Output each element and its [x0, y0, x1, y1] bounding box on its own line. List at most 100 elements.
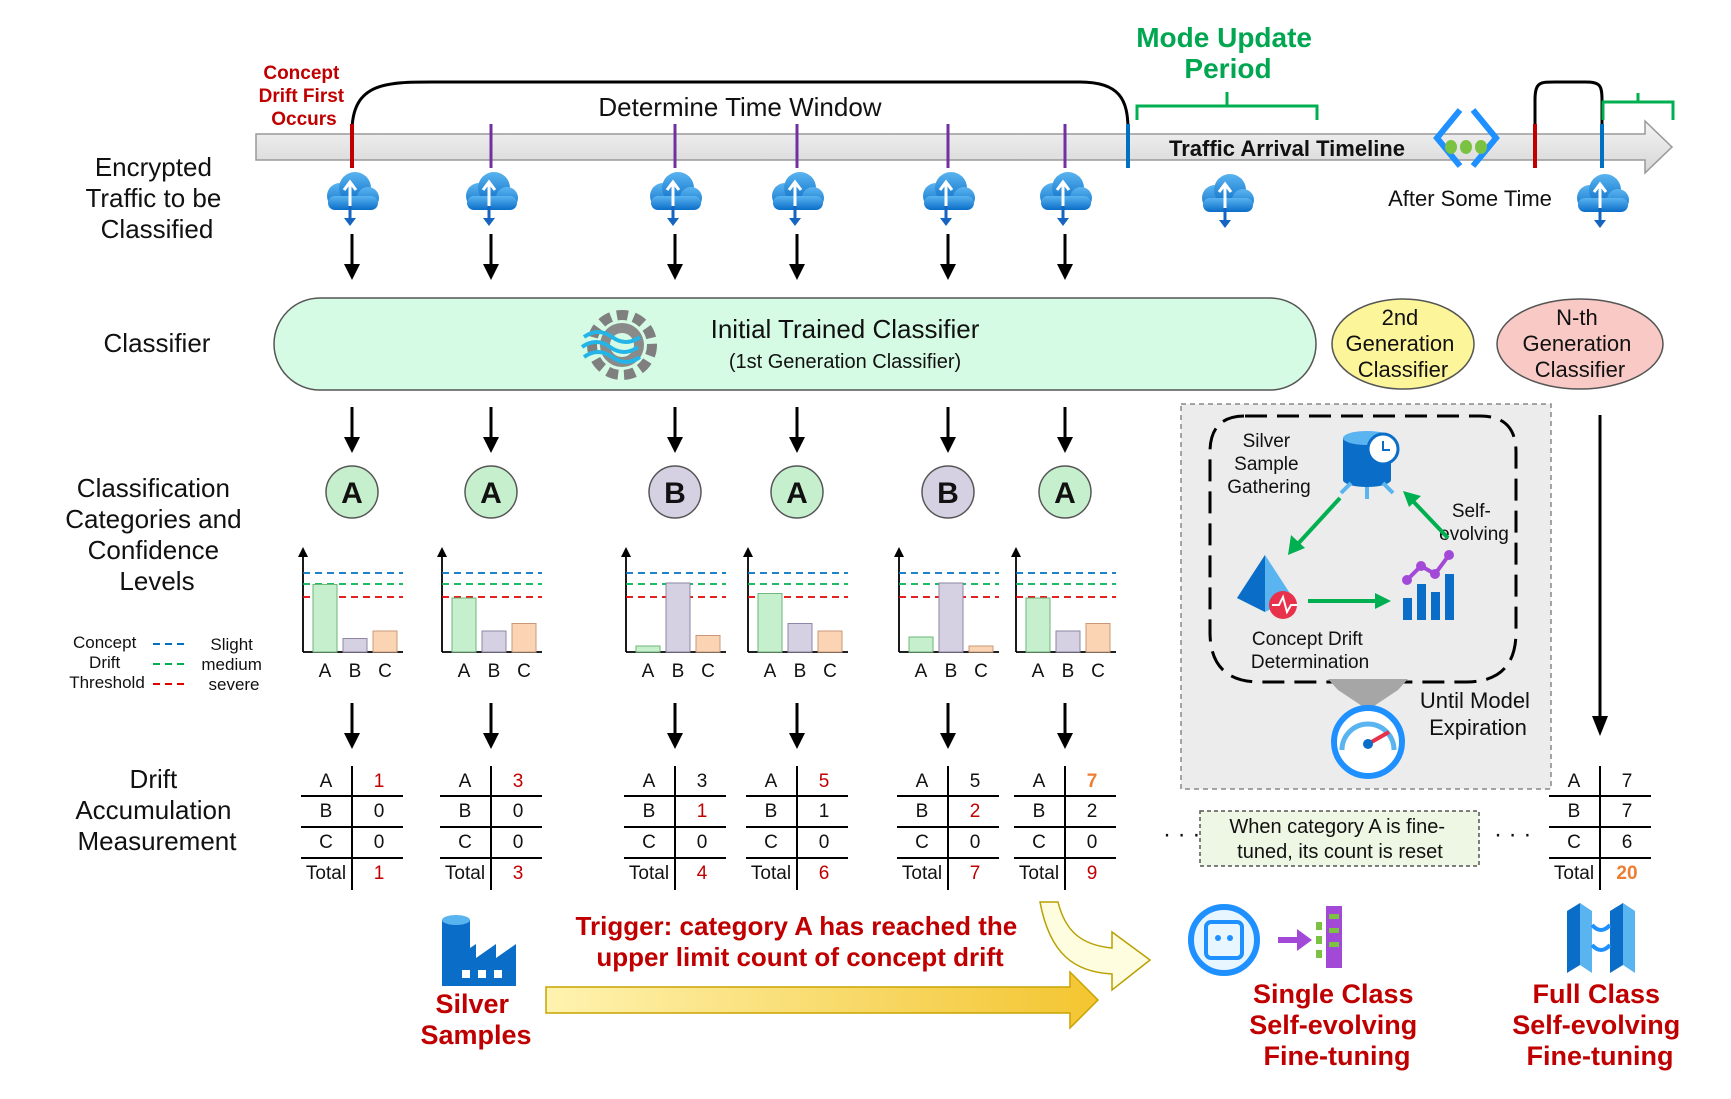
second-gen-label: 2nd Generation Classifier	[1346, 305, 1461, 382]
category-letter: B	[664, 477, 686, 510]
category-letter: B	[937, 477, 959, 510]
row-label: A	[459, 771, 472, 792]
chart-bar	[817, 630, 843, 653]
database-clock-icon	[1339, 431, 1400, 499]
row-label: B	[1033, 801, 1046, 822]
row-label: C	[642, 832, 656, 853]
count-value: 1	[697, 801, 708, 822]
down-arrow-head	[483, 437, 499, 453]
svg-text:When category A is fine-: When category A is fine- tuned, its coun…	[1229, 816, 1450, 863]
late-update-bracket	[1601, 93, 1675, 120]
count-value: 0	[374, 832, 385, 853]
count-value: 0	[374, 801, 385, 822]
chart-bar	[1055, 630, 1081, 653]
down-arrow-head	[667, 437, 683, 453]
gear-icon	[580, 310, 657, 380]
chart-bar	[968, 645, 994, 653]
chart-tick-label: B	[945, 661, 958, 682]
category-letter: A	[786, 477, 808, 510]
down-arrow-head	[344, 437, 360, 453]
row-label: Total	[306, 863, 346, 884]
svg-text:Concept Drift Thre: Concept Drift Threshold	[69, 633, 145, 692]
row-label: C	[1032, 832, 1046, 853]
chart-bar	[787, 623, 813, 653]
count-value: 7	[1622, 771, 1633, 792]
chart-tick-label: C	[1091, 661, 1105, 682]
second-gen-classifier	[1331, 298, 1475, 390]
count-value: 7	[1087, 771, 1098, 792]
row-label: B	[765, 801, 778, 822]
row-label: A	[1568, 771, 1581, 792]
cloud-upload-icon	[1577, 174, 1629, 228]
row-label: B	[320, 801, 333, 822]
loop-expiration-label: Until Model Expiration	[1420, 688, 1536, 740]
chart-tick-label: A	[642, 661, 655, 682]
initial-classifier-subtitle: (1st Generation Classifier)	[729, 351, 961, 373]
down-arrow-head	[667, 733, 683, 749]
ellipsis-icon	[1433, 108, 1500, 168]
chart-bar	[481, 630, 507, 653]
chart-bar	[908, 636, 934, 653]
extra-clouds	[1202, 174, 1629, 228]
row-label: B	[1568, 801, 1581, 822]
chart-bar	[635, 645, 661, 653]
chart-tick-label: A	[458, 661, 471, 682]
chart-tick-label: C	[517, 661, 531, 682]
category-letter: A	[480, 477, 502, 510]
chart-bar	[451, 597, 477, 653]
reset-note: When category A is fine- tuned, its coun…	[1199, 810, 1480, 867]
count-value: 3	[513, 771, 524, 792]
chart-tick-label: A	[1032, 661, 1045, 682]
chart-tick-label: B	[488, 661, 501, 682]
chart-tick-label: A	[319, 661, 332, 682]
row-label: C	[319, 832, 333, 853]
count-value: 0	[513, 832, 524, 853]
time-window-label: Determine Time Window	[598, 92, 881, 122]
nth-gen-label: N-th Generation Classifier	[1523, 305, 1638, 382]
down-arrow-head	[789, 437, 805, 453]
count-value: 1	[819, 801, 830, 822]
chart-bar	[511, 623, 537, 653]
trigger-arrow	[545, 970, 1100, 1030]
row-label: A	[916, 771, 929, 792]
loop-gather-label: Silver Sample Gathering	[1227, 431, 1310, 498]
down-arrow-head	[483, 733, 499, 749]
time-window-bracket	[350, 80, 1130, 133]
arrival-timeline-label: Traffic Arrival Timeline	[1169, 136, 1405, 161]
threshold-legend: Concept Drift Threshold Slight medium se…	[69, 633, 262, 694]
label-categories: Classification Categories and Confidence…	[65, 473, 249, 596]
trigger-label: Trigger: category A has reached the uppe…	[576, 911, 1025, 972]
loop-boundary	[1208, 414, 1518, 684]
bar-chart-icon	[1402, 550, 1454, 620]
row-label: Total	[751, 863, 791, 884]
cloud-upload-icon	[1040, 172, 1092, 226]
cloud-upload-icon	[923, 172, 975, 226]
after-time-label: After Some Time	[1388, 186, 1552, 211]
row-label: Total	[445, 863, 485, 884]
chart-tick-label: C	[378, 661, 392, 682]
count-value: 2	[970, 801, 981, 822]
initial-classifier	[273, 297, 1317, 391]
nth-gen-classifier	[1496, 298, 1664, 390]
loop-arrow-gather	[1294, 496, 1342, 548]
chart-bar	[665, 582, 691, 653]
chart-bar	[372, 630, 398, 653]
category-letter: A	[1054, 477, 1076, 510]
category-badge	[648, 465, 702, 519]
category-badge	[921, 465, 975, 519]
row-label: B	[459, 801, 472, 822]
loop-arrow-evolve	[1408, 496, 1450, 540]
chart-tick-label: A	[764, 661, 777, 682]
row-label: C	[764, 832, 778, 853]
total-value: 4	[697, 863, 708, 884]
chart-bar	[695, 635, 721, 653]
count-value: 2	[1087, 801, 1098, 822]
